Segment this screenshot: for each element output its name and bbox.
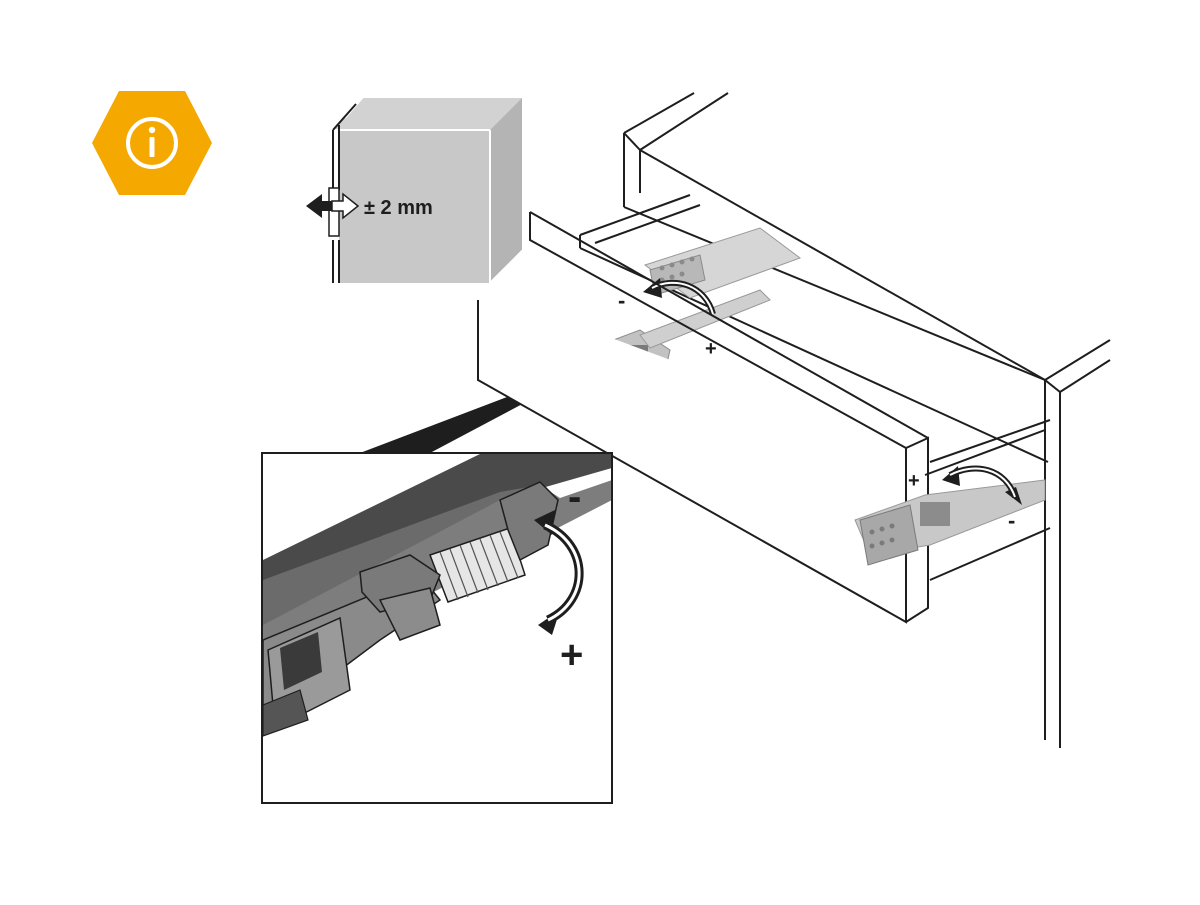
front-runner bbox=[854, 479, 1046, 566]
front-minus-sign: - bbox=[1008, 508, 1015, 533]
front-plus-sign: + bbox=[908, 470, 920, 492]
inset-minus-sign: - bbox=[568, 475, 581, 519]
front-adjust-arrow bbox=[942, 465, 1022, 505]
info-icon bbox=[126, 117, 178, 169]
rear-plus-sign: + bbox=[705, 338, 717, 360]
cabinet-frame bbox=[623, 92, 1111, 748]
adjustment-range-label: ± 2 mm bbox=[364, 197, 433, 219]
detail-inset: - + bbox=[261, 452, 613, 804]
rear-minus-sign: - bbox=[618, 288, 625, 313]
double-arrow-icon bbox=[306, 192, 360, 220]
callout-wedge bbox=[360, 392, 545, 453]
adjustment-panel bbox=[328, 96, 524, 285]
adjust-wheel bbox=[429, 481, 559, 603]
inset-rotate-arrow bbox=[534, 510, 584, 635]
info-badge bbox=[92, 91, 212, 195]
inset-plus-sign: + bbox=[560, 633, 583, 677]
